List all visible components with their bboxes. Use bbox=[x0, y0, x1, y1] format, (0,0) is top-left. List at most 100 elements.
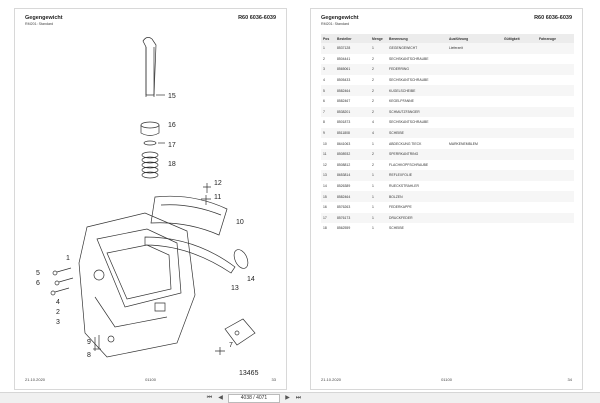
table-cell: 14 bbox=[323, 184, 327, 189]
reflex-strip-part bbox=[144, 236, 236, 274]
page-number: 34 bbox=[567, 377, 572, 382]
table-cell: SECHSKANTSCHRAUBE bbox=[389, 56, 429, 61]
table-cell: 2 bbox=[372, 99, 374, 104]
column-header: Ausführung bbox=[449, 36, 469, 41]
parts-drawing-svg: 15 16 17 18 12 11 10 14 13 1 5 6 4 2 3 9 bbox=[36, 37, 259, 377]
page-reference: R60 6036-6039 bbox=[238, 15, 276, 21]
table-cell: 1 bbox=[372, 141, 374, 146]
callout-4: 4 bbox=[56, 299, 60, 306]
table-cell: 16 bbox=[323, 205, 327, 210]
table-cell: KUGELSCHEIBE bbox=[389, 88, 416, 93]
table-cell: MARKENEMBLEM bbox=[449, 141, 478, 146]
table-cell: 1 bbox=[372, 205, 374, 210]
table-cell: 12 bbox=[323, 162, 327, 167]
page-title: Gegengewicht bbox=[25, 15, 63, 21]
next-page-icon[interactable]: ▶ bbox=[285, 395, 290, 401]
table-cell: 8511808 bbox=[337, 131, 350, 136]
page-right: Gegengewicht RM201: Standard R60 6036-60… bbox=[310, 8, 583, 390]
table-cell: 8582467 bbox=[337, 99, 351, 104]
table-cell: 7 bbox=[323, 109, 325, 114]
page-reference: R60 6036-6039 bbox=[534, 15, 572, 21]
callout-11: 11 bbox=[214, 194, 221, 201]
table-cell: 10 bbox=[323, 141, 327, 146]
table-cell: 2 bbox=[372, 78, 374, 83]
table-cell: 8653814 bbox=[337, 173, 351, 178]
table-cell: SPERRKANTRING bbox=[389, 152, 419, 157]
footer-date: 21.10.2020 bbox=[25, 377, 46, 382]
table-cell: 8538201 bbox=[337, 109, 351, 114]
table-cell: 8504441 bbox=[337, 56, 351, 61]
table-cell: SCHEIBE bbox=[389, 226, 404, 231]
page-subtitle: RM201: Standard bbox=[25, 22, 54, 26]
callout-10: 10 bbox=[236, 219, 244, 226]
column-header: Bestellnr bbox=[337, 36, 352, 41]
column-header: Gültigkeit bbox=[504, 36, 520, 41]
table-cell: 8576173 bbox=[337, 215, 351, 220]
table-cell: 2 bbox=[372, 152, 374, 157]
table-cell: FLACHKOPFSCHRAUBE bbox=[389, 162, 429, 167]
table-cell: 2 bbox=[372, 109, 374, 114]
cover-panel-part bbox=[150, 195, 228, 236]
column-header: Pos bbox=[323, 36, 330, 41]
table-cell: FEDERKAPPE bbox=[389, 205, 412, 210]
table-cell: BOLZEN bbox=[389, 194, 403, 199]
bolt-part bbox=[142, 37, 157, 96]
table-cell: Lieferzeit bbox=[449, 46, 463, 51]
exploded-parts-drawing: 15 16 17 18 12 11 10 14 13 1 5 6 4 2 3 9 bbox=[15, 27, 288, 377]
column-header: Fahrzeuge bbox=[539, 36, 556, 41]
last-page-icon[interactable]: ⏭ bbox=[295, 395, 302, 401]
table-cell: ABDECKUNG TIECK bbox=[389, 141, 422, 146]
first-page-icon[interactable]: ⏮ bbox=[206, 395, 213, 401]
table-cell: 2 bbox=[372, 67, 374, 72]
table-cell: 8576263 bbox=[337, 205, 351, 210]
drawing-number: 13465 bbox=[239, 370, 259, 377]
page-subtitle: RM201: Standard bbox=[321, 22, 350, 26]
page-title: Gegengewicht bbox=[321, 15, 359, 21]
callout-8: 8 bbox=[87, 352, 91, 359]
table-cell: GEGENGEWICHT bbox=[389, 46, 418, 51]
table-cell: 8641063 bbox=[337, 141, 351, 146]
table-cell: 8565061 bbox=[337, 67, 351, 72]
mud-flap-part bbox=[224, 318, 256, 346]
reflector-part bbox=[233, 249, 249, 269]
page-number-input[interactable]: 4038 / 4071 bbox=[228, 394, 280, 403]
prev-page-icon[interactable]: ◀ bbox=[218, 395, 223, 401]
table-cell: 1 bbox=[372, 184, 374, 189]
callout-13: 13 bbox=[231, 285, 239, 292]
table-cell: 8582464 bbox=[337, 194, 351, 199]
table-cell: 8537128 bbox=[337, 46, 351, 51]
table-cell: 8 bbox=[323, 120, 325, 125]
table-cell: 2 bbox=[372, 88, 374, 93]
table-cell: SCHMUTZFÄNGER bbox=[389, 109, 420, 114]
table-cell: 17 bbox=[323, 215, 327, 220]
table-cell: 1 bbox=[372, 194, 374, 199]
callout-2: 2 bbox=[56, 309, 60, 316]
table-cell: 8501873 bbox=[337, 120, 351, 125]
table-cell: 9 bbox=[323, 131, 325, 136]
table-cell: SCHEIBE bbox=[389, 131, 404, 136]
table-cell: 8562559 bbox=[337, 226, 351, 231]
table-cell: 8508932 bbox=[337, 152, 351, 157]
table-cell: 8582464 bbox=[337, 88, 351, 93]
table-cell: 2 bbox=[323, 56, 325, 61]
table-cell: 1 bbox=[372, 215, 374, 220]
footer-code: 01100 bbox=[441, 377, 452, 382]
table-cell: 3 bbox=[323, 67, 325, 72]
callout-17: 17 bbox=[168, 142, 176, 149]
table-cell: 13 bbox=[323, 173, 327, 178]
table-cell: 1 bbox=[372, 46, 374, 51]
table-row: 16 8576263 1 FEDERKAPPE bbox=[321, 202, 574, 213]
table-row: 10 8641063 1 ABDECKUNG TIECK MARKENEMBLEM bbox=[321, 138, 574, 149]
table-cell: 1 bbox=[372, 226, 374, 231]
table-cell: 4 bbox=[372, 120, 374, 125]
table-cell: 8508812 bbox=[337, 162, 351, 167]
